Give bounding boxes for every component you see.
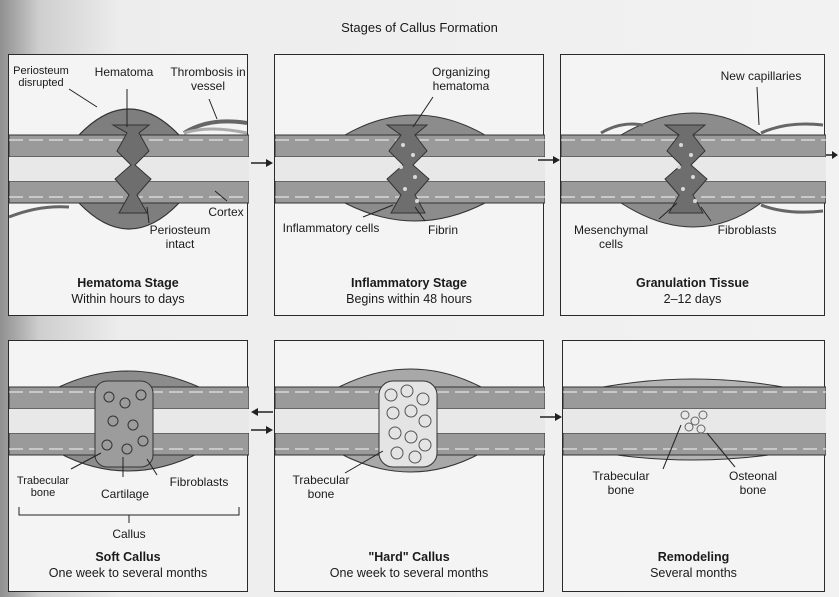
label-fibroblasts: Fibroblasts [707,223,787,237]
label-new-capillaries: New capillaries [701,69,821,83]
panel-hematoma-stage: Periosteum disrupted Hematoma Thrombosis… [8,54,248,316]
panel-hard-callus: Trabecular bone "Hard" Callus One week t… [274,340,544,592]
caption-title: Remodeling [563,549,824,565]
label-cortex: Cortex [205,205,247,219]
label-cartilage: Cartilage [93,487,157,501]
arrow-right-icon [538,155,560,165]
arrow-right-icon [251,425,273,435]
caption-title: Inflammatory Stage [275,275,543,291]
label-fibrin: Fibrin [423,223,463,237]
label-periosteum-intact: Periosteum intact [135,223,225,251]
label-osteonal-bone: Osteonal bone [715,469,791,497]
panel-granulation-tissue: New capillaries Mesenchymal cells Fibrob… [560,54,825,316]
arrow-right-icon [826,150,838,160]
caption-remodeling: Remodeling Several months [563,549,824,581]
caption-soft-callus: Soft Callus One week to several months [9,549,247,581]
caption-hard-callus: "Hard" Callus One week to several months [275,549,543,581]
label-periosteum-disrupted: Periosteum disrupted [11,65,71,89]
panel-inflammatory-stage: Organizing hematoma Inflammatory cells F… [274,54,544,316]
caption-subtitle: One week to several months [330,566,488,580]
label-trabecular-bone: Trabecular bone [11,475,75,499]
caption-granulation-tissue: Granulation Tissue 2–12 days [561,275,824,307]
caption-hematoma-stage: Hematoma Stage Within hours to days [9,275,247,307]
caption-subtitle: Within hours to days [71,292,184,306]
label-callus: Callus [103,527,155,541]
label-trabecular-bone: Trabecular bone [283,473,359,501]
panel-remodeling: Trabecular bone Osteonal bone Remodeling… [562,340,825,592]
caption-inflammatory-stage: Inflammatory Stage Begins within 48 hour… [275,275,543,307]
arrow-left-icon [251,407,273,417]
caption-subtitle: 2–12 days [664,292,722,306]
label-thrombosis: Thrombosis in vessel [169,65,247,93]
label-mesenchymal-cells: Mesenchymal cells [563,223,659,251]
label-fibroblasts: Fibroblasts [159,475,239,489]
arrow-right-icon [540,412,562,422]
panel-soft-callus: Trabecular bone Cartilage Fibroblasts Ca… [8,340,248,592]
label-hematoma: Hematoma [89,65,159,79]
caption-title: Soft Callus [9,549,247,565]
arrow-right-icon [251,158,273,168]
caption-title: Hematoma Stage [9,275,247,291]
caption-title: "Hard" Callus [275,549,543,565]
caption-subtitle: Several months [650,566,737,580]
caption-title: Granulation Tissue [561,275,824,291]
label-inflammatory-cells: Inflammatory cells [281,221,381,235]
caption-subtitle: One week to several months [49,566,207,580]
caption-subtitle: Begins within 48 hours [346,292,472,306]
label-organizing-hematoma: Organizing hematoma [421,65,501,93]
label-trabecular-bone: Trabecular bone [581,469,661,497]
figure-title: Stages of Callus Formation [0,20,839,35]
